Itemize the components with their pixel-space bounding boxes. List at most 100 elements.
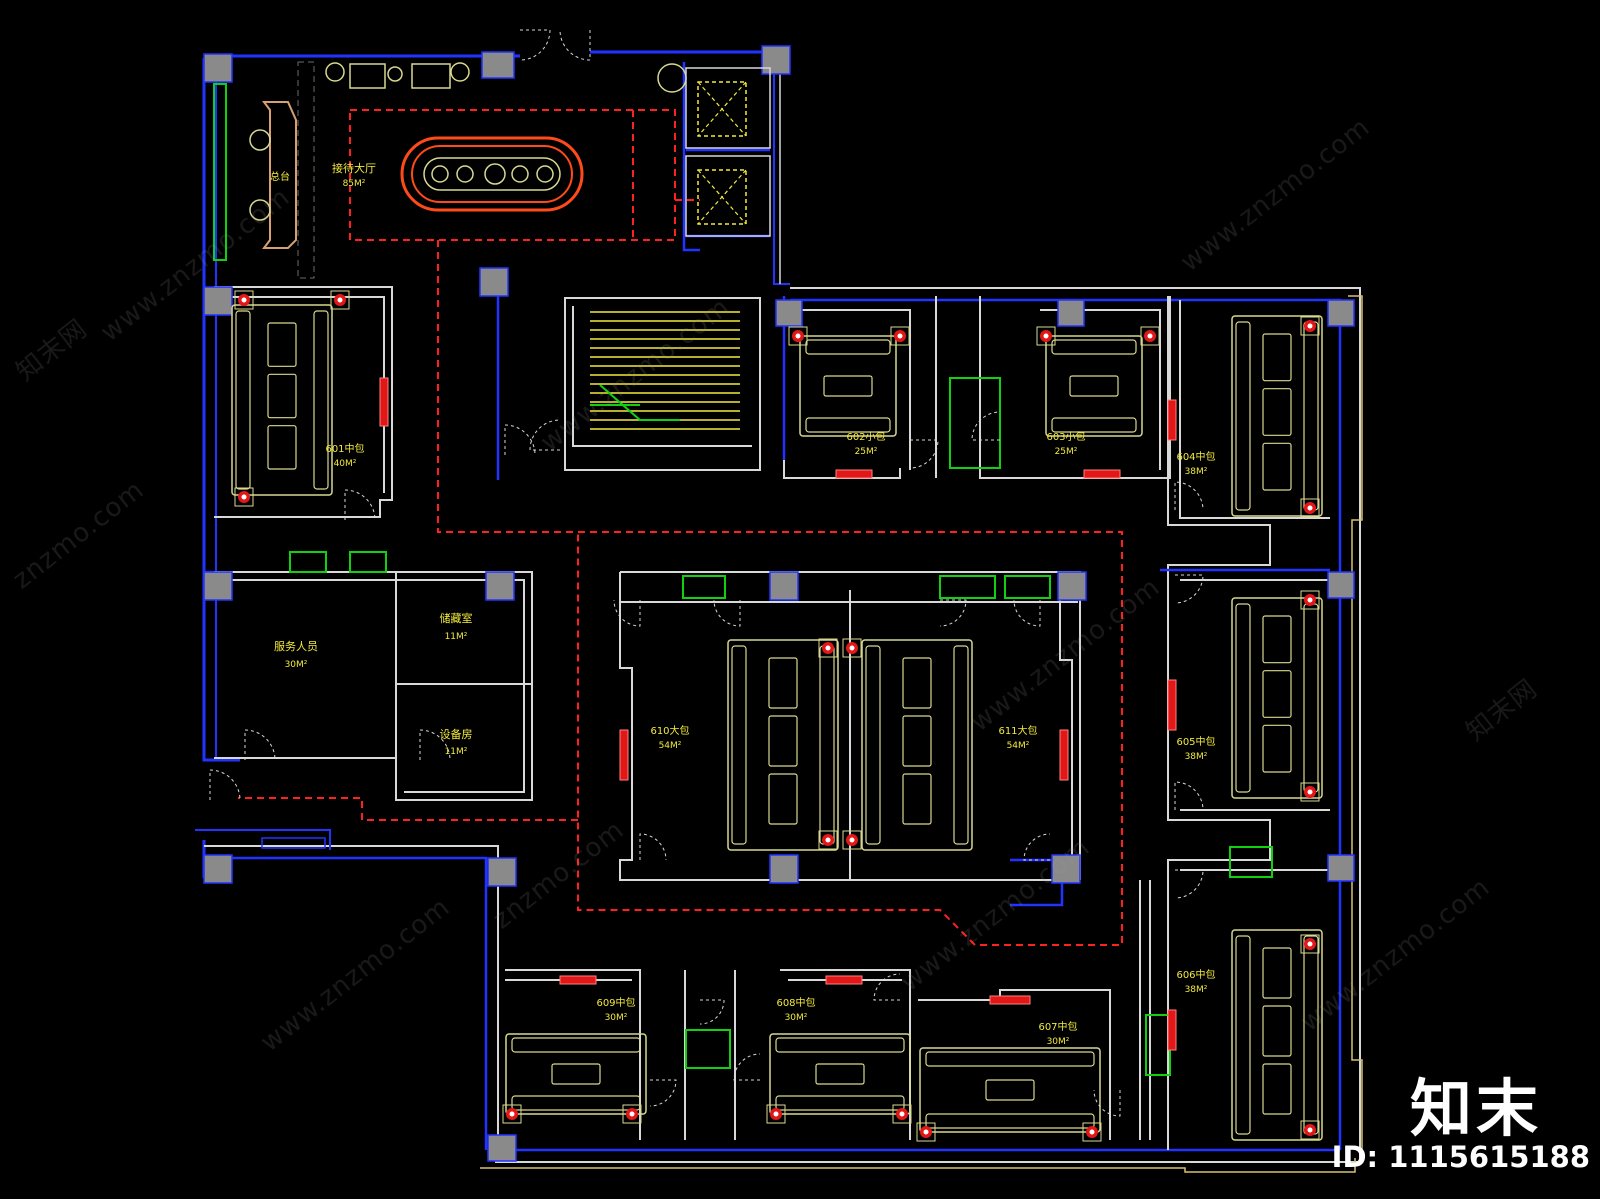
columns: [203, 45, 1355, 1162]
circulation-route: [238, 109, 1123, 946]
door-swing-icon: [419, 729, 451, 761]
area-610: 54M²: [659, 741, 682, 751]
label-602: 602小包: [846, 430, 885, 443]
tv-panel-icon: [835, 469, 873, 479]
door-swing-icon: [649, 1079, 677, 1107]
label-611: 611大包: [998, 724, 1037, 737]
door-swing-icon: [344, 489, 376, 521]
armchair-icon: [330, 290, 350, 310]
door-swing-icon: [559, 29, 591, 61]
area-605: 38M²: [1185, 752, 1208, 762]
armchair-icon: [766, 1104, 786, 1124]
door-swing-icon: [909, 439, 939, 469]
label-601: 601中包: [325, 442, 364, 455]
door-swing-icon: [1093, 1089, 1121, 1117]
label-storage: 储藏室: [440, 611, 473, 625]
area-611: 54M²: [1007, 741, 1030, 751]
area-608: 30M²: [785, 1013, 808, 1023]
area-603: 25M²: [1055, 447, 1078, 457]
elevators: [685, 67, 771, 237]
door-swing-icon: [873, 973, 901, 1001]
label-equipment: 设备房: [440, 727, 473, 741]
armchair-icon: [1300, 498, 1320, 518]
label-604: 604中包: [1176, 450, 1215, 463]
armchair-icon: [1300, 934, 1320, 954]
armchair-icon: [1300, 1120, 1320, 1140]
door-swing-icon: [209, 769, 241, 801]
label-staff: 服务人员: [274, 640, 318, 653]
tv-panel-icon: [379, 377, 389, 427]
doors: [209, 29, 1204, 1117]
sofa-set: [1231, 315, 1323, 517]
furniture: [231, 290, 1323, 1142]
label-608: 608中包: [776, 996, 815, 1009]
exterior-walls: [195, 50, 1363, 1173]
door-swing-icon: [1174, 481, 1204, 511]
armchair-icon: [234, 487, 254, 507]
tv-panel-icon: [1059, 729, 1069, 781]
label-frontdesk: 总台: [270, 170, 290, 183]
armchair-icon: [1300, 590, 1320, 610]
armchair-icon: [818, 638, 838, 658]
door-swing-icon: [504, 424, 536, 456]
tv-panel-icon: [559, 975, 597, 985]
sofa-set: [1045, 335, 1143, 437]
image-id: ID: 1115615188: [1331, 1140, 1590, 1174]
area-602: 25M²: [855, 447, 878, 457]
door-swing-icon: [1023, 833, 1051, 861]
room-labels: 接待大厅 85M² 总台 601中包 40M² 602小包 25M² 603小包…: [270, 161, 1216, 1047]
label-607: 607中包: [1038, 1020, 1077, 1033]
label-605: 605中包: [1176, 735, 1215, 748]
door-swing-icon: [1174, 574, 1204, 604]
label-606: 606中包: [1176, 968, 1215, 981]
armchair-icon: [890, 326, 910, 346]
glass-panels: [213, 83, 1273, 1076]
area-604: 38M²: [1185, 467, 1208, 477]
door-swing-icon: [1174, 781, 1204, 811]
sofa-set: [799, 335, 897, 437]
lobby-features: [249, 61, 687, 279]
tv-panel-icon: [1167, 679, 1177, 731]
sofa-set: [505, 1033, 647, 1115]
armchair-icon: [234, 290, 254, 310]
tv-panel-icon: [1083, 469, 1121, 479]
label-610: 610大包: [650, 724, 689, 737]
tv-panel-icon: [619, 729, 629, 781]
armchair-icon: [842, 830, 862, 850]
label-603: 603小包: [1046, 430, 1085, 443]
armchair-icon: [1140, 326, 1160, 346]
area-606: 38M²: [1185, 985, 1208, 995]
door-swing-icon: [519, 29, 551, 61]
door-swing-icon: [613, 599, 641, 627]
tv-panel-icon: [1167, 399, 1177, 441]
armchair-icon: [788, 326, 808, 346]
tv-panel-icon: [1167, 1009, 1177, 1051]
armchair-icon: [1082, 1122, 1102, 1142]
door-swing-icon: [639, 833, 667, 861]
brand-logo: 知末: [1409, 1072, 1542, 1145]
door-swing-icon: [244, 729, 276, 761]
interior-walls: [214, 286, 1330, 1150]
area-staff: 30M²: [285, 660, 308, 670]
door-swing-icon: [1013, 599, 1041, 627]
armchair-icon: [892, 1104, 912, 1124]
door-swing-icon: [713, 599, 741, 627]
sofa-set: [1231, 929, 1323, 1141]
stair-arrow-icon: [599, 384, 680, 421]
door-swing-icon: [971, 411, 1001, 441]
door-swing-icon: [1174, 869, 1204, 899]
area-equipment: 11M²: [445, 747, 468, 757]
area-609: 30M²: [605, 1013, 628, 1023]
armchair-icon: [622, 1104, 642, 1124]
door-swing-icon: [529, 419, 561, 451]
sofa-set: [919, 1047, 1101, 1133]
tv-panel-icon: [989, 995, 1031, 1005]
armchair-icon: [1300, 782, 1320, 802]
area-storage: 11M²: [445, 632, 468, 642]
label-609: 609中包: [596, 996, 635, 1009]
armchair-icon: [842, 638, 862, 658]
armchair-icon: [1300, 316, 1320, 336]
armchair-icon: [1036, 326, 1056, 346]
sofa-set: [769, 1033, 911, 1115]
